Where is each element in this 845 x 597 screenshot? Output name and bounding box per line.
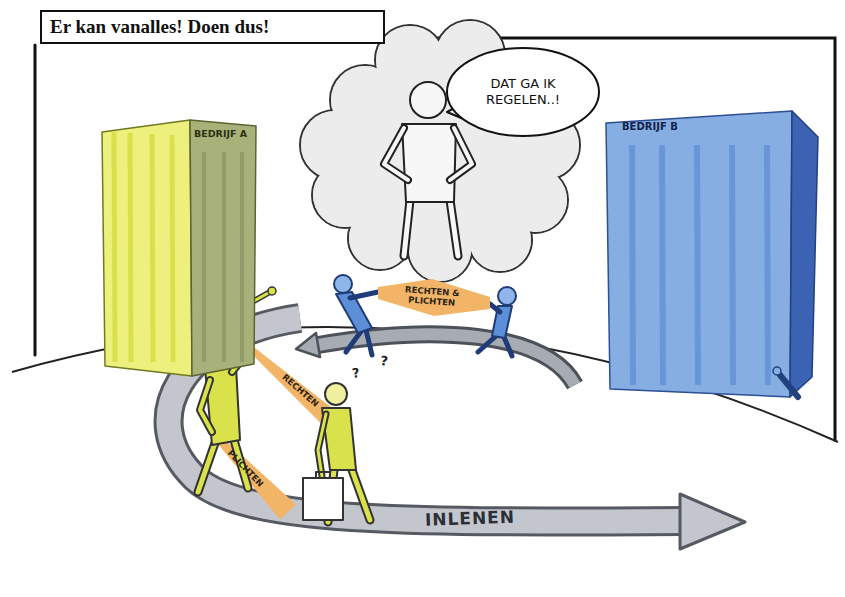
rope-label: PLICHTEN <box>225 449 265 490</box>
cycle-arrow <box>296 333 320 357</box>
rope <box>378 279 490 316</box>
marker-streak <box>632 145 633 385</box>
marker-streak <box>697 145 698 385</box>
worker-figure <box>318 414 326 476</box>
building: BEDRIJF A <box>100 112 260 382</box>
peeking-figure <box>773 367 781 375</box>
peeking-figure <box>268 287 276 295</box>
manager-figure <box>402 124 456 202</box>
manager-figure <box>404 200 458 256</box>
building-face <box>606 111 792 397</box>
building: BEDRIJF B <box>602 105 824 403</box>
blue-figure <box>334 275 516 356</box>
cycle-arrow <box>318 334 575 385</box>
speech-bubble: DAT GA IK REGELEN..! <box>445 46 601 138</box>
manager-figure <box>410 82 446 118</box>
building-name: BEDRIJF A <box>194 128 247 139</box>
marker-streak <box>114 132 115 362</box>
worker-figure <box>316 472 330 478</box>
marker-streak <box>202 152 206 362</box>
marker-streak <box>172 135 173 362</box>
manager-figure <box>450 128 472 180</box>
question-mark: ? <box>351 366 361 382</box>
blue-figure <box>498 287 516 305</box>
blue-figure <box>478 336 512 356</box>
manager-figure <box>384 128 408 180</box>
worker-figure <box>325 383 347 405</box>
inlenen-arrow <box>680 494 745 549</box>
marker-streak <box>732 145 733 385</box>
cycle-arrow <box>318 334 575 385</box>
arrow-label: INLENEN <box>425 508 516 531</box>
worker-figure <box>303 478 343 520</box>
yellow-figure <box>200 380 212 432</box>
marker-streak <box>767 145 768 385</box>
peeking-figure <box>780 375 798 397</box>
frame <box>35 38 835 440</box>
building-side <box>190 120 256 376</box>
peeking-figure <box>254 287 276 301</box>
peeking-figure <box>254 292 270 301</box>
rope-label: RECHTEN & PLICHTEN <box>399 285 464 309</box>
marker-streak <box>152 134 153 362</box>
blue-figure <box>346 330 372 355</box>
blue-figure <box>334 275 352 293</box>
blue-figure <box>350 292 378 298</box>
manager-figure <box>404 200 458 256</box>
blue-figure <box>490 304 500 312</box>
building-name: BEDRIJF B <box>622 121 678 133</box>
title: Er kan vanalles! Doen dus! <box>50 16 375 38</box>
peeking-figure <box>254 292 270 301</box>
frame <box>385 38 835 440</box>
title-box: Er kan vanalles! Doen dus! <box>40 10 385 44</box>
bubble-outline <box>447 48 599 136</box>
marker-streak <box>240 152 244 362</box>
marker-streak <box>130 133 131 362</box>
manager-figure <box>384 128 408 180</box>
speech-text: DAT GA IK REGELEN..! <box>475 76 571 107</box>
building-shape <box>100 112 260 382</box>
question-mark: ? <box>379 354 388 370</box>
rope-label: RECHTEN <box>280 373 320 410</box>
manager-figure <box>450 128 472 180</box>
frame <box>34 45 37 355</box>
marker-streak <box>662 145 663 385</box>
yellow-figure <box>200 380 212 432</box>
marker-streak <box>222 152 226 362</box>
worker-figure <box>318 414 326 476</box>
cycle-arrow <box>296 333 575 385</box>
building-side <box>790 111 818 397</box>
building-face <box>102 120 192 376</box>
building-shape <box>602 105 824 403</box>
